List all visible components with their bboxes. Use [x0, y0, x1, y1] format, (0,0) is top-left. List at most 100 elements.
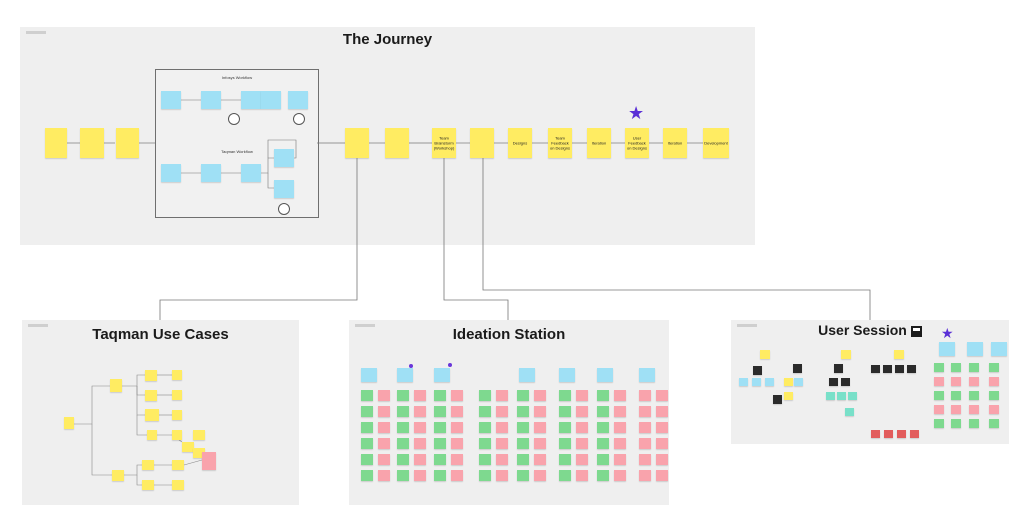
- taqman-note[interactable]: [110, 379, 122, 392]
- user-session-note[interactable]: [884, 430, 893, 438]
- ideation-note[interactable]: [434, 390, 446, 401]
- user-session-note[interactable]: [765, 378, 774, 386]
- ideation-note[interactable]: [414, 390, 426, 401]
- wf-step[interactable]: [161, 91, 181, 109]
- user-session-note[interactable]: [739, 378, 748, 386]
- ideation-header-note[interactable]: [639, 368, 655, 382]
- ideation-note[interactable]: [397, 406, 409, 417]
- ideation-note[interactable]: [597, 406, 609, 417]
- ideation-note[interactable]: [451, 438, 463, 449]
- user-session-note[interactable]: [837, 392, 846, 400]
- taqman-note[interactable]: [172, 480, 184, 490]
- ideation-note[interactable]: [517, 470, 529, 481]
- user-session-note[interactable]: [826, 392, 835, 400]
- ideation-note[interactable]: [361, 438, 373, 449]
- ideation-note[interactable]: [597, 454, 609, 465]
- user-session-note[interactable]: [753, 366, 762, 375]
- journey-note[interactable]: [116, 128, 139, 158]
- journey-note[interactable]: [385, 128, 409, 158]
- user-session-note[interactable]: [989, 419, 999, 428]
- ideation-note[interactable]: [361, 422, 373, 433]
- journey-note[interactable]: [80, 128, 104, 158]
- ideation-note[interactable]: [496, 406, 508, 417]
- user-session-note[interactable]: [784, 392, 793, 400]
- taqman-note[interactable]: [64, 417, 74, 429]
- ideation-note[interactable]: [434, 422, 446, 433]
- user-session-note[interactable]: [969, 363, 979, 372]
- ideation-note[interactable]: [576, 454, 588, 465]
- taqman-note[interactable]: [145, 409, 159, 421]
- ideation-note[interactable]: [378, 390, 390, 401]
- ideation-note[interactable]: [434, 470, 446, 481]
- ideation-note[interactable]: [479, 454, 491, 465]
- user-session-note[interactable]: [848, 392, 857, 400]
- workflow-box[interactable]: Infosys Workflow Taqman Workflow: [155, 69, 319, 218]
- ideation-note[interactable]: [414, 406, 426, 417]
- ideation-note[interactable]: [361, 454, 373, 465]
- ideation-note[interactable]: [479, 438, 491, 449]
- user-session-note[interactable]: [951, 391, 961, 400]
- wf-step[interactable]: [288, 91, 308, 109]
- ideation-note[interactable]: [414, 454, 426, 465]
- user-session-note[interactable]: [934, 363, 944, 372]
- ideation-note[interactable]: [597, 422, 609, 433]
- wf-step[interactable]: [201, 91, 221, 109]
- ideation-header-note[interactable]: [397, 368, 413, 382]
- user-session-note[interactable]: [951, 363, 961, 372]
- user-session-note[interactable]: [969, 377, 979, 386]
- user-session-note[interactable]: [934, 419, 944, 428]
- ideation-note[interactable]: [496, 454, 508, 465]
- taqman-note[interactable]: [172, 430, 182, 440]
- wf-step[interactable]: [261, 91, 281, 109]
- user-session-note[interactable]: [951, 405, 961, 414]
- ideation-note[interactable]: [378, 406, 390, 417]
- ideation-header-note[interactable]: [361, 368, 377, 382]
- journey-note[interactable]: [345, 128, 369, 158]
- ideation-frame[interactable]: Ideation Station: [349, 320, 669, 505]
- journey-frame[interactable]: The Journey Infosys Workflow Taqman Work…: [20, 27, 755, 245]
- ideation-note[interactable]: [496, 470, 508, 481]
- user-session-note[interactable]: [845, 408, 854, 416]
- user-session-note[interactable]: [934, 377, 944, 386]
- user-session-note[interactable]: [829, 378, 838, 386]
- taqman-frame[interactable]: Taqman Use Cases: [22, 320, 299, 505]
- ideation-header-note[interactable]: [559, 368, 575, 382]
- taqman-note[interactable]: [172, 390, 182, 400]
- ideation-note[interactable]: [597, 438, 609, 449]
- user-session-note[interactable]: [989, 363, 999, 372]
- ideation-note[interactable]: [597, 470, 609, 481]
- user-session-note[interactable]: [752, 378, 761, 386]
- ideation-note[interactable]: [656, 390, 668, 401]
- user-session-note[interactable]: [951, 419, 961, 428]
- taqman-note[interactable]: [145, 370, 157, 381]
- ideation-note[interactable]: [434, 406, 446, 417]
- ideation-note[interactable]: [614, 422, 626, 433]
- ideation-note[interactable]: [361, 390, 373, 401]
- ideation-note[interactable]: [639, 390, 651, 401]
- ideation-note[interactable]: [597, 390, 609, 401]
- taqman-note[interactable]: [193, 448, 205, 458]
- ideation-note[interactable]: [614, 390, 626, 401]
- ideation-note[interactable]: [517, 438, 529, 449]
- user-session-note[interactable]: [969, 419, 979, 428]
- ideation-note[interactable]: [614, 406, 626, 417]
- user-session-note[interactable]: [773, 395, 782, 404]
- wf-step[interactable]: [274, 180, 294, 198]
- user-session-note[interactable]: [897, 430, 906, 438]
- user-session-note[interactable]: [991, 342, 1007, 356]
- taqman-note[interactable]: [112, 470, 124, 481]
- ideation-note[interactable]: [576, 422, 588, 433]
- user-session-note[interactable]: [834, 364, 843, 373]
- wf-step[interactable]: [161, 164, 181, 182]
- ideation-note[interactable]: [656, 454, 668, 465]
- taqman-note[interactable]: [193, 430, 205, 440]
- user-session-note[interactable]: [784, 378, 793, 386]
- ideation-note[interactable]: [534, 470, 546, 481]
- ideation-note[interactable]: [479, 470, 491, 481]
- user-session-note[interactable]: [934, 391, 944, 400]
- user-session-note[interactable]: [951, 377, 961, 386]
- user-session-note[interactable]: [910, 430, 919, 438]
- wf-hex-node[interactable]: [278, 203, 290, 215]
- ideation-header-note[interactable]: [434, 368, 450, 382]
- milestone-team-feedback[interactable]: Team Feedback on Designs: [548, 128, 572, 158]
